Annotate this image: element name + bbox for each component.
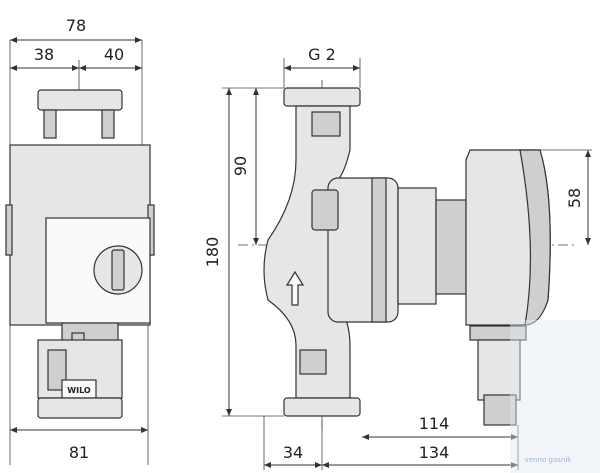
dim-front-bottom-width: 81 [69, 443, 89, 462]
side-view: G 2 180 90 58 114 34 134 [203, 45, 592, 470]
dim-motor-height-to-axis: 58 [565, 188, 584, 208]
front-bottom-flange [37, 397, 123, 419]
dim-front-left-width: 38 [34, 45, 54, 64]
watermark: venno gasnik [525, 456, 573, 464]
side-bottom-flange [283, 397, 361, 417]
dim-height-to-axis: 90 [231, 156, 250, 176]
dim-axis-to-back: 114 [419, 414, 450, 433]
front-top-flange [37, 89, 123, 111]
dim-flange-to-axis: 34 [283, 443, 303, 462]
dim-total-length: 134 [419, 443, 450, 462]
side-top-flange [283, 87, 361, 107]
dim-front-right-width: 40 [104, 45, 124, 64]
watermark-strip [510, 320, 600, 473]
motor-section [397, 187, 437, 305]
flow-arrow-icon [285, 270, 305, 306]
brand-label: WILO [67, 386, 91, 395]
dim-connection-thread: G 2 [308, 45, 336, 64]
front-view: WILO 78 38 40 81 [5, 16, 155, 465]
dim-total-height: 180 [203, 237, 222, 268]
dim-front-total-width: 78 [66, 16, 86, 35]
